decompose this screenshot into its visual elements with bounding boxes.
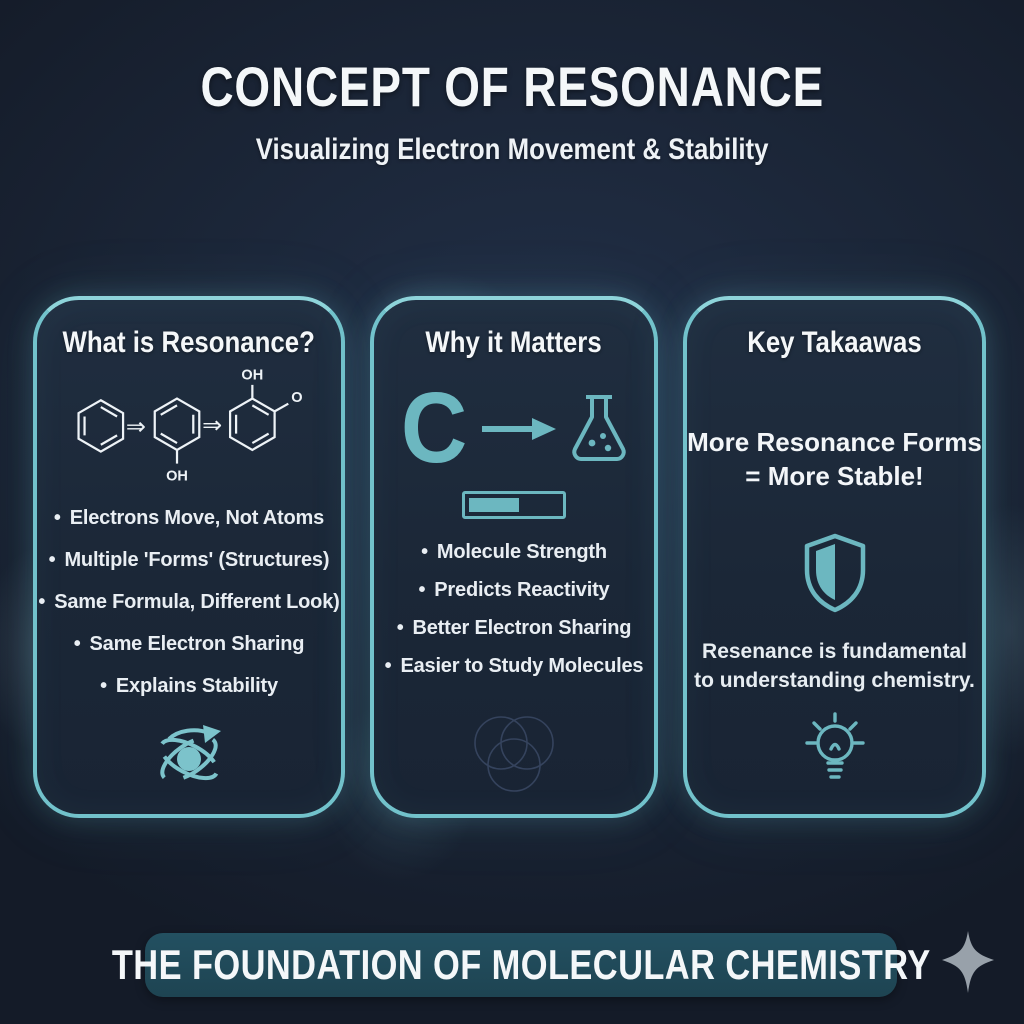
footer-banner: THE FOUNDATION OF MOLECULAR CHEMISTRY <box>112 933 930 997</box>
bullet-item: Better Electron Sharing <box>385 617 644 640</box>
bullet-text: Multiple 'Forms' (Structures) <box>64 549 330 571</box>
bullet-text: Easier to Study Molecules <box>400 655 644 677</box>
card-what-is-resonance: What is Resonance? ⇒ OH ⇒ OH O Electrons <box>33 296 345 818</box>
card-why-it-matters: Why it Matters C Molecule StrengthPredic… <box>370 296 658 818</box>
flask-icon <box>572 394 626 461</box>
card-what-title: What is Resonance? <box>62 326 316 359</box>
bullet-item: Predicts Reactivity <box>385 579 644 602</box>
key-statement-line2: = More Stable! <box>745 460 924 491</box>
bullet-item: Molecule Strength <box>385 541 644 564</box>
bullet-dot <box>418 579 434 601</box>
page-subtitle: Visualizing Electron Movement & Stabilit… <box>0 133 1024 167</box>
bullet-text: Predicts Reactivity <box>434 579 610 601</box>
catechol-ring-icon <box>228 384 289 452</box>
progress-fill <box>469 498 519 512</box>
bullet-dot <box>49 549 65 571</box>
sparkle-icon <box>936 928 1000 996</box>
bullet-item: Multiple 'Forms' (Structures) <box>38 549 339 572</box>
bullet-text: Molecule Strength <box>436 541 607 563</box>
footer-banner-text: THE FOUNDATION OF MOLECULAR CHEMISTRY <box>111 941 931 988</box>
atom-rotation-icon <box>143 717 235 798</box>
strength-progress-bar <box>462 491 566 519</box>
carbon-to-flask-graphic: C <box>398 372 630 484</box>
key-note: Resenance is fundamental to understandin… <box>694 637 975 696</box>
oh-label-bottom: OH <box>166 469 188 485</box>
card-why-title: Why it Matters <box>425 326 603 359</box>
page-title: CONCEPT OF RESONANCE <box>0 54 1024 119</box>
header: CONCEPT OF RESONANCE Visualizing Electro… <box>0 54 1024 167</box>
bullet-item: Same Formula, Different Look) <box>38 591 339 614</box>
key-statement-line1: More Resonance Forms <box>687 427 982 457</box>
resonance-arrow-icon: ⇒ <box>202 412 222 439</box>
page-title-text: CONCEPT OF RESONANCE <box>200 55 824 118</box>
phenol-ring-icon <box>153 397 201 464</box>
card-key-takeaways: Key Takaawas More Resonance Forms = More… <box>683 296 986 818</box>
bullet-dot <box>385 655 401 677</box>
oh-label-top: OH <box>241 368 263 384</box>
bullet-dot <box>74 633 90 655</box>
what-bullet-list: Electrons Move, Not AtomsMultiple 'Forms… <box>38 507 339 717</box>
resonance-structures-diagram: ⇒ OH ⇒ OH O <box>77 368 303 485</box>
key-statement: More Resonance Forms = More Stable! <box>687 426 982 494</box>
bullet-item: Same Electron Sharing <box>38 633 339 656</box>
resonance-arrow-icon: ⇒ <box>126 413 146 440</box>
venn-circles-icon <box>459 711 569 806</box>
right-arrow-icon <box>482 417 557 440</box>
o-label-right: O <box>291 390 302 406</box>
bullet-item: Easier to Study Molecules <box>385 655 644 678</box>
bullet-dot <box>100 675 116 697</box>
bullet-item: Electrons Move, Not Atoms <box>38 507 339 530</box>
lightbulb-icon <box>787 709 883 796</box>
card-key-title: Key Takaawas <box>747 326 922 359</box>
bullet-text: Explains Stability <box>115 675 278 697</box>
why-bullet-list: Molecule StrengthPredicts ReactivityBett… <box>385 541 644 693</box>
bullet-dot <box>421 541 437 563</box>
bullet-text: Same Electron Sharing <box>89 633 305 655</box>
bullet-item: Explains Stability <box>38 675 339 698</box>
shield-icon <box>799 532 871 619</box>
bullet-text: Same Formula, Different Look) <box>54 591 340 613</box>
carbon-letter: C <box>400 372 468 484</box>
bullet-dot <box>397 617 413 639</box>
key-note-line2: to understanding chemistry. <box>694 668 975 692</box>
bullet-dot <box>54 507 70 529</box>
benzene-ring-icon <box>77 398 125 453</box>
key-note-line1: Resenance is fundamental <box>702 639 967 663</box>
bullet-text: Electrons Move, Not Atoms <box>69 507 325 529</box>
bullet-dot <box>38 591 54 613</box>
bullet-text: Better Electron Sharing <box>412 617 632 639</box>
page-subtitle-text: Visualizing Electron Movement & Stabilit… <box>255 133 769 166</box>
